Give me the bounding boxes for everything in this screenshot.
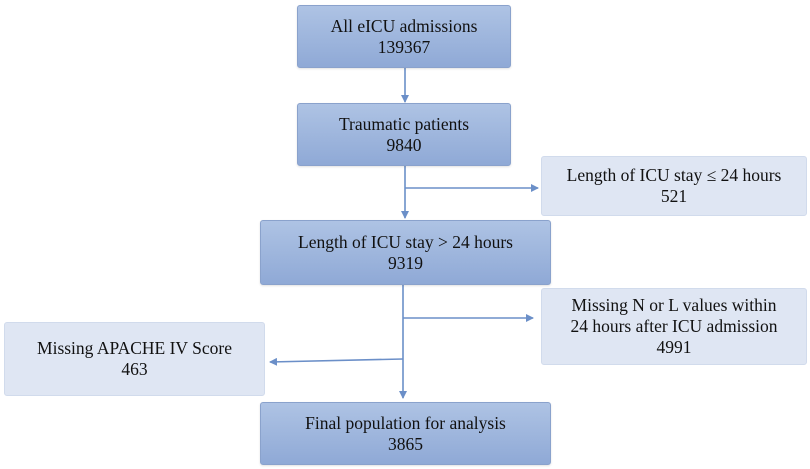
box-all-admissions: All eICU admissions 139367 [297,5,511,68]
box-excluded-missing-apache: Missing APACHE IV Score 463 [4,322,265,396]
box-long-stay: Length of ICU stay > 24 hours 9319 [260,220,551,285]
box-final-population-count: 3865 [388,433,423,454]
arrow-to-excl-missing-apache [269,357,404,366]
box-excluded-missing-nl-count: 4991 [656,337,692,357]
box-final-population-label: Final population for analysis [305,412,506,433]
box-excluded-short-stay-label: Length of ICU stay ≤ 24 hours [566,165,782,185]
box-long-stay-label: Length of ICU stay > 24 hours [298,231,513,252]
box-excluded-missing-apache-count: 463 [121,359,148,379]
box-excluded-short-stay: Length of ICU stay ≤ 24 hours 521 [541,156,807,216]
box-excluded-missing-apache-label: Missing APACHE IV Score [37,338,232,358]
box-excluded-short-stay-count: 521 [660,186,688,206]
box-excluded-missing-nl: Missing N or L values within 24 hours af… [541,288,807,365]
box-traumatic-patients: Traumatic patients 9840 [297,103,511,166]
box-excluded-missing-nl-label-line2: 24 hours after ICU admission [570,316,778,336]
box-traumatic-patients-label: Traumatic patients [338,113,470,134]
box-final-population: Final population for analysis 3865 [260,402,551,465]
box-all-admissions-label: All eICU admissions [330,15,478,36]
box-traumatic-patients-count: 9840 [386,134,422,155]
box-all-admissions-count: 139367 [377,36,431,57]
box-long-stay-count: 9319 [388,252,423,273]
box-excluded-missing-nl-label-line1: Missing N or L values within [571,295,777,315]
